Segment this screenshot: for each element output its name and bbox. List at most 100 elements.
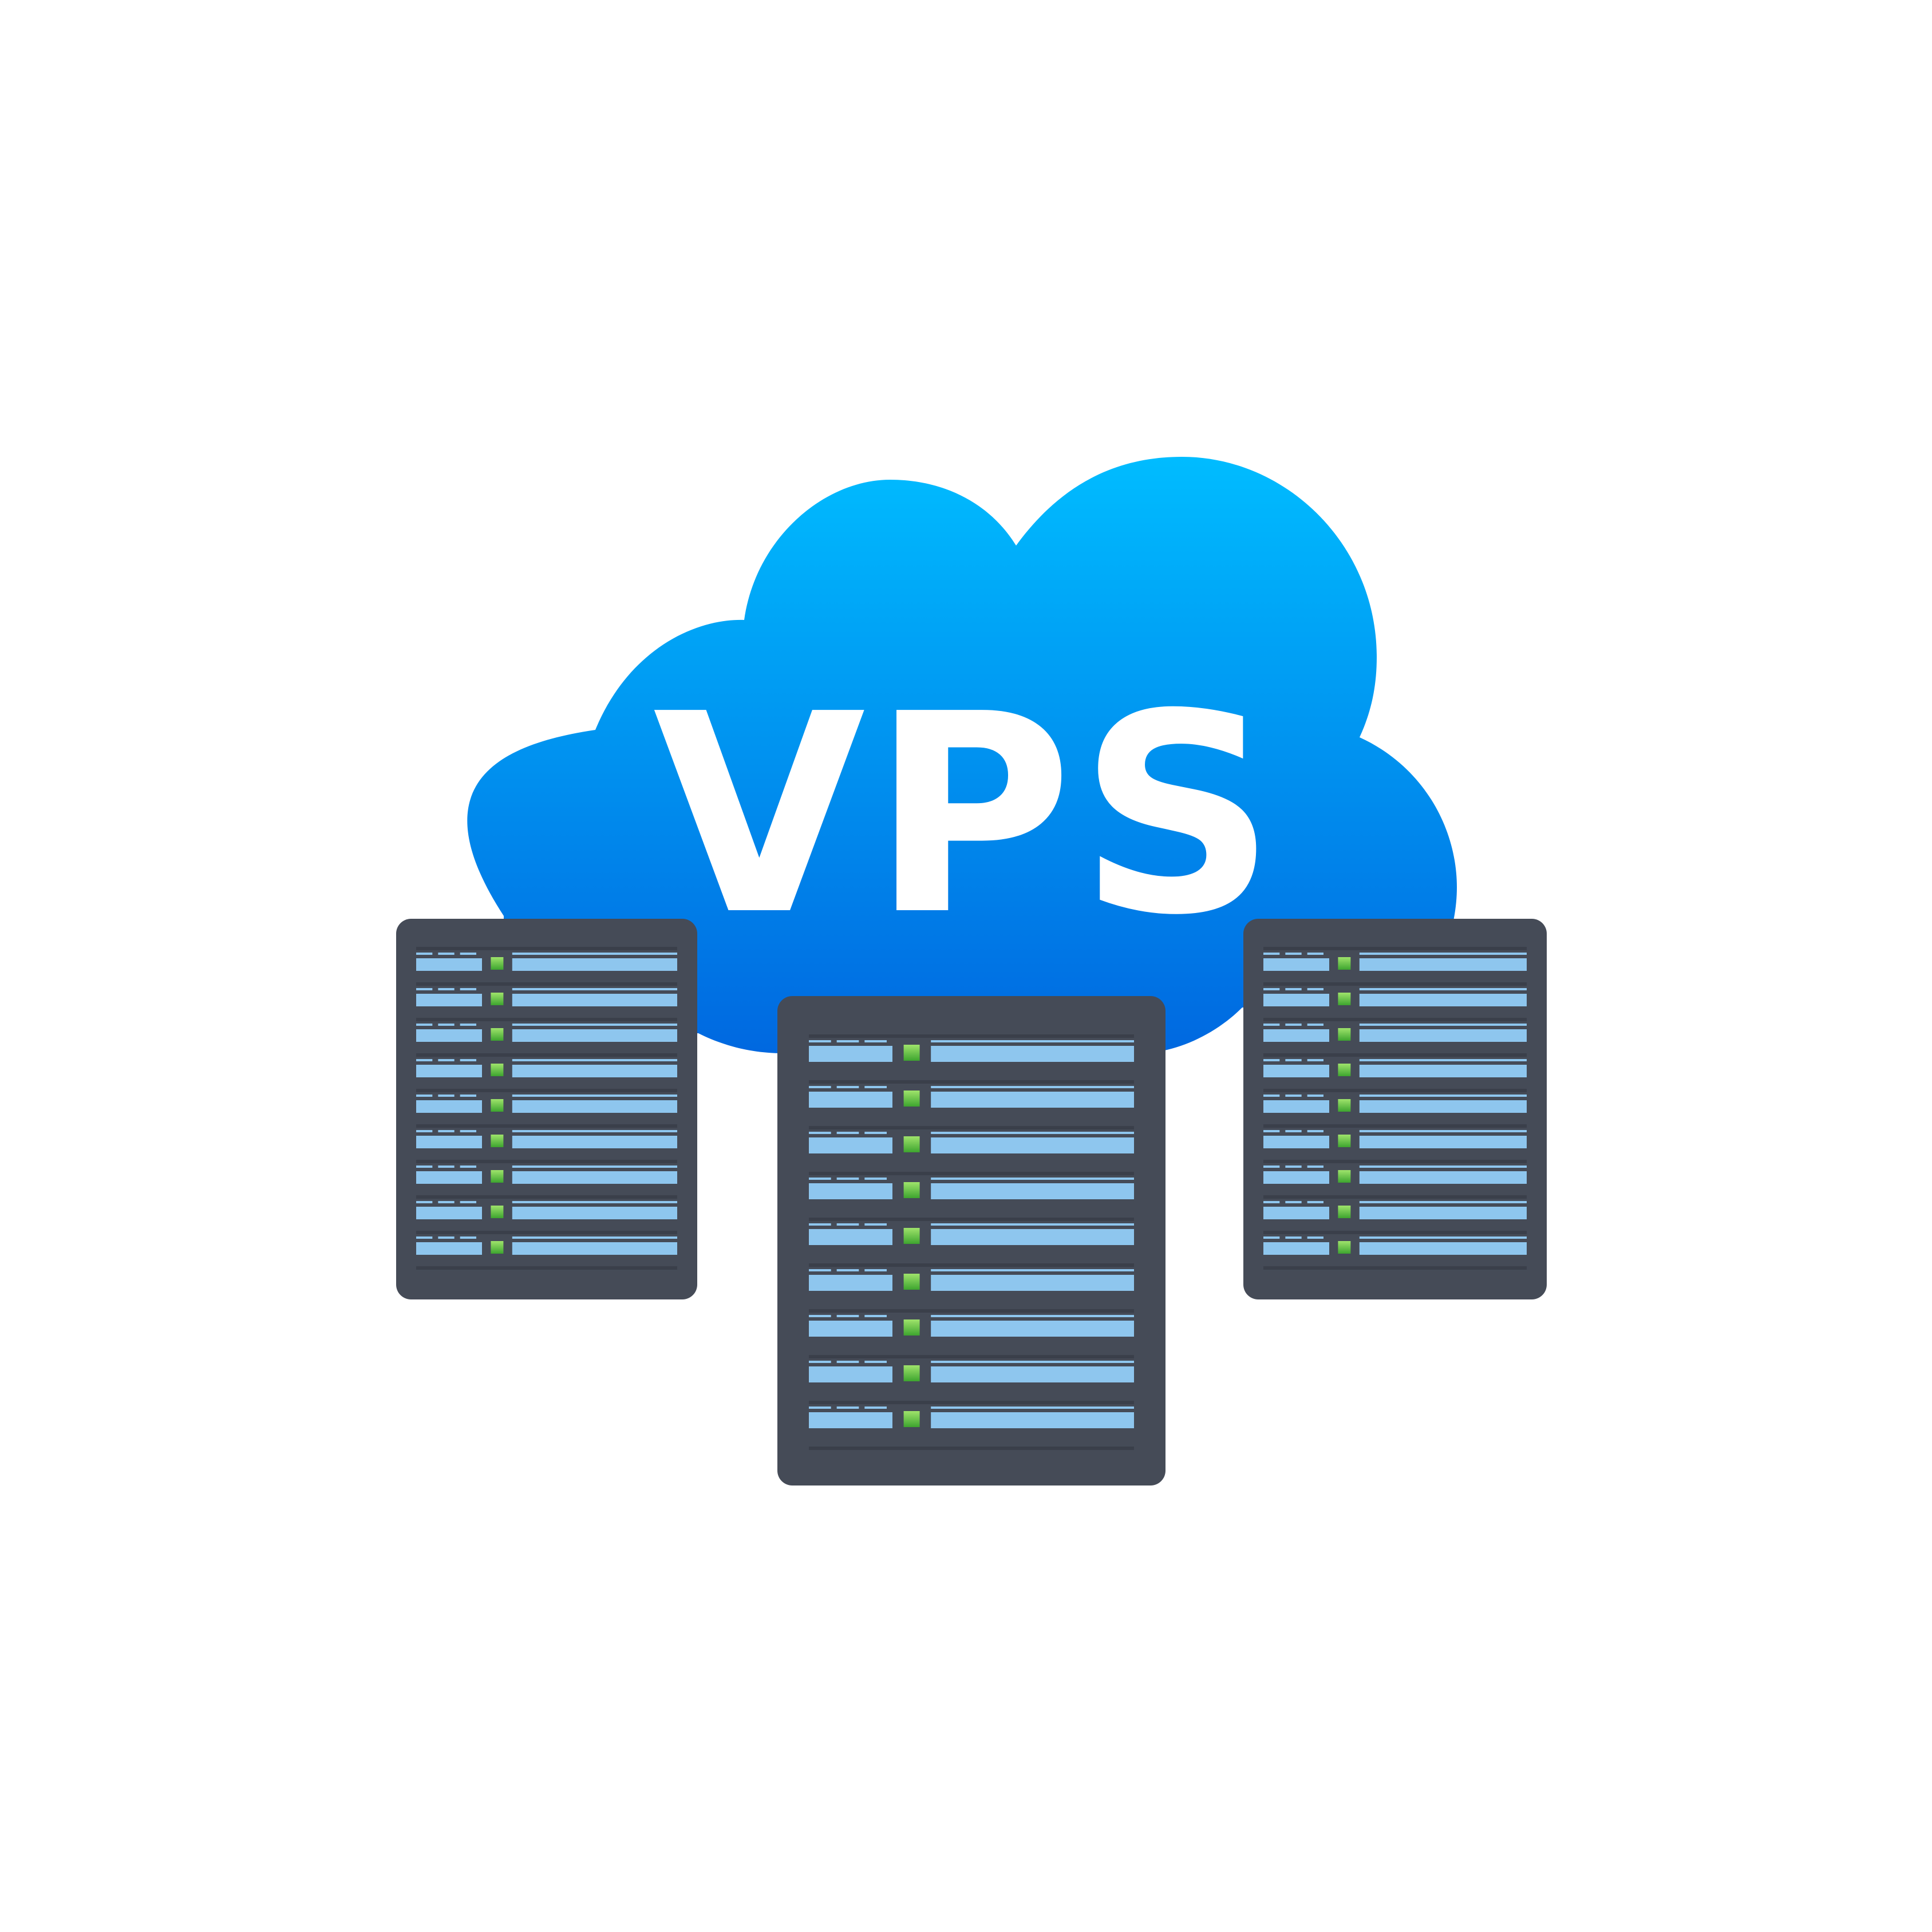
- status-led: [1338, 993, 1351, 1005]
- unit-dash: [438, 1201, 455, 1203]
- drive-slot: [1263, 1242, 1329, 1255]
- unit-dash: [1285, 1201, 1302, 1203]
- status-led: [491, 993, 504, 1005]
- unit-line: [931, 1269, 1134, 1271]
- unit-dash: [1263, 1236, 1280, 1239]
- drive-slot: [416, 958, 482, 971]
- status-led: [491, 1028, 504, 1041]
- server-unit: [416, 1160, 677, 1184]
- drive-slot: [1359, 1242, 1527, 1255]
- unit-divider: [416, 1018, 677, 1021]
- status-led: [1338, 1064, 1351, 1076]
- server-unit: [809, 1080, 1134, 1108]
- unit-dash: [864, 1040, 887, 1042]
- unit-dash: [1285, 1236, 1302, 1239]
- unit-line: [1359, 1236, 1527, 1239]
- cloud-icon: VPS: [467, 457, 1457, 1053]
- unit-line: [512, 988, 677, 990]
- unit-dash: [460, 988, 476, 990]
- unit-dash: [460, 1024, 476, 1026]
- unit-dash: [864, 1361, 887, 1363]
- server-unit: [809, 1309, 1134, 1337]
- unit-divider: [809, 1218, 1134, 1221]
- unit-dash: [1263, 1201, 1280, 1203]
- unit-divider: [416, 1231, 677, 1234]
- unit-line: [512, 1236, 677, 1239]
- server-unit: [809, 1218, 1134, 1245]
- unit-dash: [416, 988, 433, 990]
- unit-line: [512, 1165, 677, 1168]
- unit-line: [1359, 1095, 1527, 1097]
- unit-dash: [416, 1130, 433, 1132]
- unit-dash: [460, 1201, 476, 1203]
- drive-slot: [1359, 1136, 1527, 1148]
- unit-line: [1359, 1130, 1527, 1132]
- vps-label: VPS: [653, 655, 1282, 975]
- unit-line: [512, 1201, 677, 1203]
- unit-dash: [416, 1059, 433, 1061]
- server-unit: [1263, 982, 1527, 1006]
- unit-dash: [1307, 1059, 1323, 1061]
- unit-line: [1359, 953, 1527, 955]
- drive-slot: [931, 1183, 1134, 1199]
- status-led: [903, 1365, 920, 1381]
- unit-dash: [1285, 1024, 1302, 1026]
- server-unit: [416, 1231, 677, 1255]
- status-led: [1338, 1135, 1351, 1147]
- drive-slot: [416, 994, 482, 1006]
- unit-divider: [809, 1309, 1134, 1313]
- unit-divider: [416, 1195, 677, 1199]
- unit-dash: [836, 1269, 859, 1271]
- drive-slot: [809, 1275, 892, 1291]
- unit-dash: [438, 1130, 455, 1132]
- unit-divider: [416, 1160, 677, 1163]
- unit-dash: [1285, 1059, 1302, 1061]
- unit-dash: [438, 1165, 455, 1168]
- unit-dash: [836, 1040, 859, 1042]
- drive-slot: [809, 1046, 892, 1062]
- server-unit: [416, 1124, 677, 1148]
- unit-dash: [809, 1132, 831, 1134]
- unit-line: [512, 1024, 677, 1026]
- drive-slot: [512, 994, 677, 1006]
- status-led: [491, 1135, 504, 1147]
- unit-dash: [809, 1269, 831, 1271]
- unit-divider: [809, 1034, 1134, 1038]
- unit-divider: [416, 1124, 677, 1128]
- drive-slot: [931, 1229, 1134, 1245]
- drive-slot: [1263, 1136, 1329, 1148]
- server-unit: [416, 1053, 677, 1077]
- server-unit: [809, 1263, 1134, 1291]
- unit-dash: [1285, 1130, 1302, 1132]
- drive-slot: [512, 1171, 677, 1184]
- unit-divider: [416, 947, 677, 950]
- status-led: [1338, 1028, 1351, 1041]
- unit-divider: [1263, 1053, 1527, 1057]
- unit-line: [512, 953, 677, 955]
- unit-dash: [438, 1024, 455, 1026]
- unit-line: [512, 1095, 677, 1097]
- unit-dash: [1307, 953, 1323, 955]
- drive-slot: [1359, 958, 1527, 971]
- server-unit: [416, 1089, 677, 1113]
- unit-dash: [1285, 1095, 1302, 1097]
- drive-slot: [416, 1136, 482, 1148]
- unit-divider: [416, 1089, 677, 1092]
- drive-slot: [931, 1092, 1134, 1108]
- unit-line: [931, 1178, 1134, 1180]
- unit-dash: [809, 1040, 831, 1042]
- unit-dash: [836, 1178, 859, 1180]
- drive-slot: [1359, 1065, 1527, 1077]
- unit-divider: [1263, 1195, 1527, 1199]
- unit-line: [1359, 1165, 1527, 1168]
- server-unit: [1263, 1124, 1527, 1148]
- drive-slot: [809, 1366, 892, 1382]
- unit-dash: [1307, 1024, 1323, 1026]
- drive-slot: [931, 1321, 1134, 1337]
- drive-slot: [931, 1366, 1134, 1382]
- unit-dash: [438, 953, 455, 955]
- drive-slot: [416, 1029, 482, 1042]
- server-unit: [1263, 1089, 1527, 1113]
- unit-line: [931, 1132, 1134, 1134]
- drive-slot: [1359, 994, 1527, 1006]
